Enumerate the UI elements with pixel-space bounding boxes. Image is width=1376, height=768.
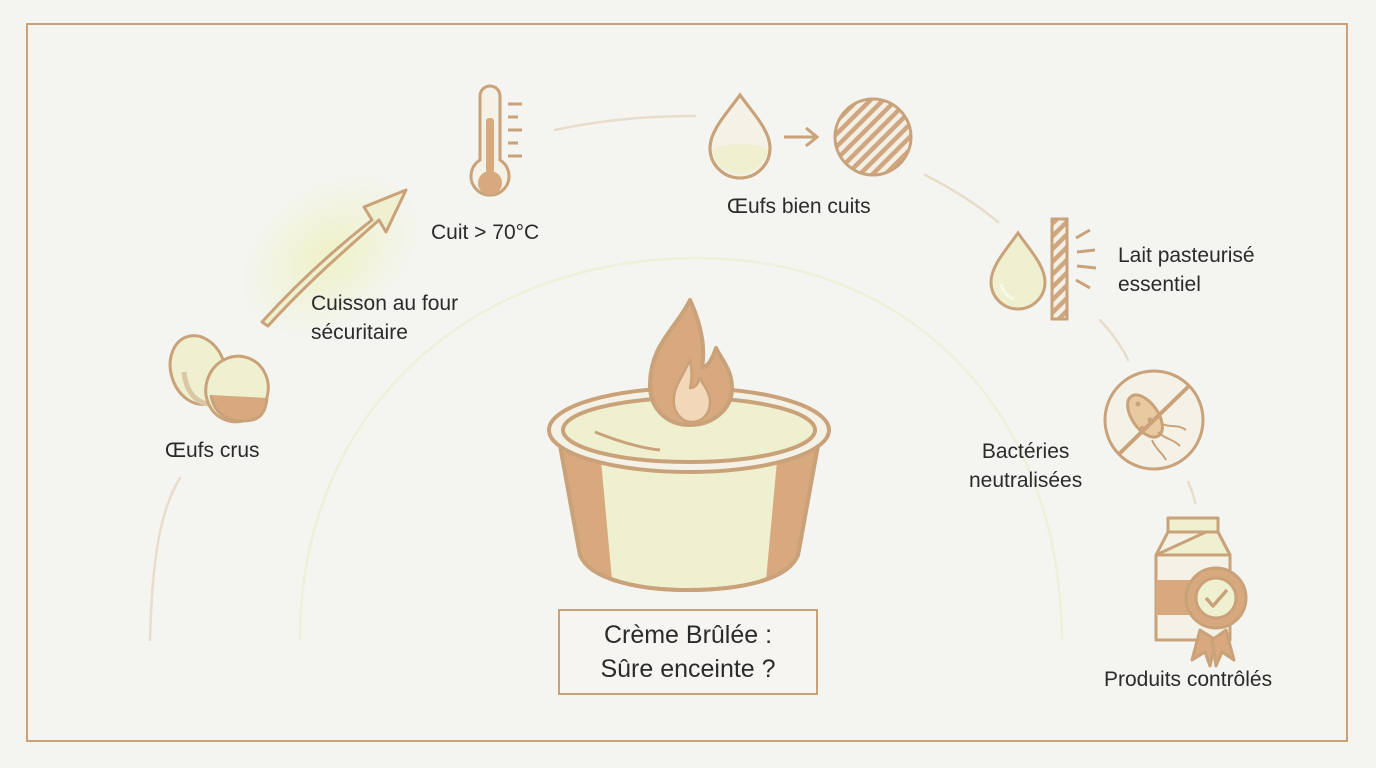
thermometer-icon <box>469 84 522 197</box>
arrow-up-icon <box>240 172 420 338</box>
step-safe-oven-label: Cuisson au four sécuritaire <box>311 292 459 344</box>
drop-to-solid-icon <box>708 92 913 180</box>
step-cooked-temp-label: Cuit > 70°C <box>431 221 540 244</box>
milk-drop-barrier-icon <box>989 217 1097 321</box>
creme-brulee-ramekin-flame-icon <box>547 298 831 592</box>
title-line-2: Sûre enceinte ? <box>600 655 776 683</box>
arc-inner <box>298 256 1064 641</box>
eggs-icon <box>168 334 270 424</box>
title-line-1: Crème Brûlée : <box>603 621 773 649</box>
milk-carton-seal-icon <box>1154 516 1248 668</box>
step-pasteurized-milk-label: Lait pasteurisé essentiel <box>1118 244 1255 296</box>
arc-left-outer <box>148 476 182 642</box>
no-bacteria-icon <box>1103 369 1205 471</box>
connector-lines <box>148 114 1197 642</box>
arc-right-1 <box>923 173 1000 224</box>
arc-right-3 <box>1186 480 1197 505</box>
step-controlled-label: Produits contrôlés <box>1104 668 1273 691</box>
step-raw-eggs-label: Œufs crus <box>165 439 260 462</box>
step-cooked-eggs-label: Œufs bien cuits <box>727 195 871 218</box>
outer-frame <box>26 23 1348 742</box>
title-box: Crème Brûlée : Sûre enceinte ? <box>558 609 818 695</box>
arc-top <box>553 114 697 132</box>
step-bacteria-label: Bactéries neutralisées <box>969 440 1083 492</box>
arc-right-2 <box>1098 318 1130 362</box>
